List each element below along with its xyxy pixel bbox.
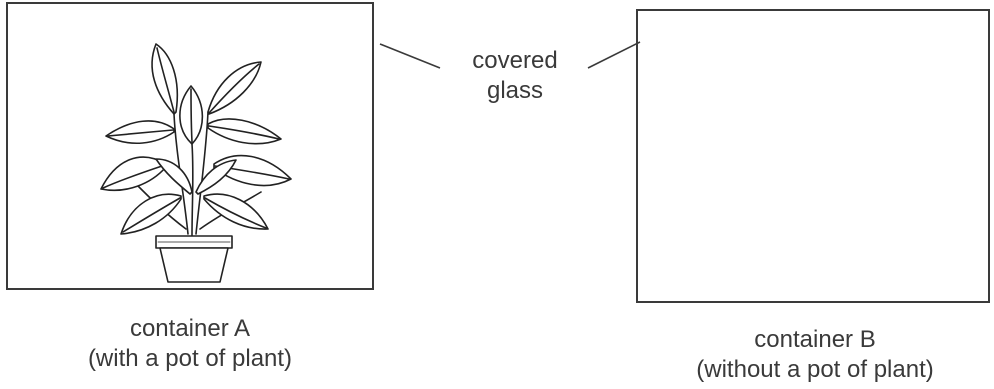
container-b-caption: container B (without a pot of plant) [640, 325, 990, 385]
covered-glass-label: covered glass [450, 46, 580, 106]
container-b-title: container B [754, 326, 876, 353]
covered-glass-line1: covered [472, 47, 558, 74]
leader-line-b [587, 41, 641, 69]
container-a-subtitle: (with a pot of plant) [87, 345, 293, 372]
potted-plant-illustration [100, 43, 292, 283]
container-a-caption: container A (with a pot of plant) [40, 314, 340, 374]
container-b-box [636, 9, 990, 303]
container-b-subtitle: (without a pot of plant) [696, 356, 934, 383]
covered-glass-line2: glass [486, 77, 544, 104]
container-a-title: container A [129, 315, 251, 342]
leader-line-a [379, 43, 441, 69]
container-a-box [6, 2, 374, 290]
